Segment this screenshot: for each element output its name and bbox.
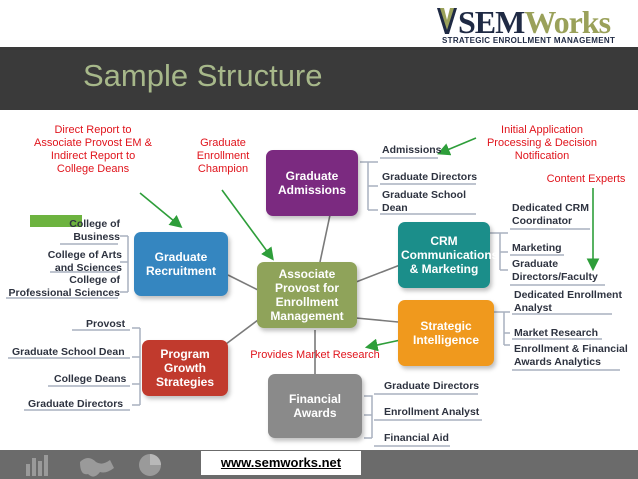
note-enrollment-champion: Graduate Enrollment Champion <box>196 137 250 175</box>
leaf-grad-directors-admissions: Graduate Directors <box>382 171 478 183</box>
bar-chart-icon <box>26 455 48 476</box>
leaf-grad-directors-faculty: Graduate Directors/Faculty <box>512 258 598 283</box>
highlight-bar <box>30 215 82 227</box>
leaf-grad-directors-program: Graduate Directors <box>28 398 124 410</box>
leaf-enrollment-financial-analytics: Enrollment & Financial Awards Analytics <box>514 343 628 368</box>
title-bar <box>0 47 638 110</box>
leaf-marketing: Marketing <box>512 242 562 254</box>
leaf-college-business: College of Business <box>69 218 120 243</box>
leaf-admissions: Admissions <box>382 144 442 156</box>
hub-graduate-admissions-label: Graduate Admissions <box>277 169 346 197</box>
hub-crm[interactable]: CRM Communications & Marketing <box>398 222 499 288</box>
leaf-market-research: Market Research <box>514 327 599 339</box>
leaf-grad-school-dean-admissions: Graduate School Dean <box>382 189 467 214</box>
hub-financial-awards[interactable]: Financial Awards <box>268 374 362 438</box>
leaf-enrollment-analyst-financial: Enrollment Analyst <box>384 406 480 418</box>
connector-crm-center <box>355 264 401 283</box>
hub-graduate-admissions[interactable]: Graduate Admissions <box>266 150 358 216</box>
semworks-logo-mark-icon <box>437 8 457 34</box>
hub-strategic-intelligence-label: Strategic Intelligence <box>412 319 480 347</box>
hub-program-growth-label: Program Growth Strategies <box>155 347 215 389</box>
world-map-icon <box>80 458 114 477</box>
leaf-grad-school-dean-program: Graduate School Dean <box>12 346 125 358</box>
footer-website-link[interactable]: www.semworks.net <box>201 451 361 475</box>
logo-brand-accent: Works <box>524 4 611 40</box>
hub-graduate-recruitment[interactable]: Graduate Recruitment <box>134 232 228 296</box>
semworks-logo: SEMWorks <box>458 4 611 40</box>
connector-admissions-center <box>319 214 331 263</box>
connector-strategic-center <box>355 317 399 323</box>
center-hub-label: Associate Provost for Enrollment Managem… <box>270 267 344 323</box>
page-title: Sample Structure <box>83 58 323 93</box>
center-hub[interactable]: Associate Provost for Enrollment Managem… <box>257 262 357 328</box>
arrow-direct-report <box>139 192 183 229</box>
hub-strategic-intelligence[interactable]: Strategic Intelligence <box>398 300 494 366</box>
logo-brand-main: SEM <box>458 4 525 40</box>
leaf-enrollment-analyst-strategic: Dedicated Enrollment Analyst <box>514 289 622 314</box>
note-market-research: Provides Market Research <box>250 349 380 361</box>
leaf-financial-aid: Financial Aid <box>384 432 449 444</box>
logo-tagline: STRATEGIC ENROLLMENT MANAGEMENT <box>442 36 616 45</box>
arrow-initial-app <box>437 137 477 156</box>
leaf-college-deans: College Deans <box>54 373 127 385</box>
note-initial-application: Initial Application Processing & Decisio… <box>486 124 598 162</box>
note-content-experts: Content Experts <box>546 173 626 185</box>
leaf-provost: Provost <box>86 318 126 330</box>
footer-decorative-icons <box>26 454 161 477</box>
leaf-college-arts-sciences: College of Arts and Sciences <box>47 249 122 274</box>
hub-graduate-recruitment-label: Graduate Recruitment <box>145 250 216 278</box>
hub-program-growth[interactable]: Program Growth Strategies <box>142 340 228 396</box>
hub-financial-awards-label: Financial Awards <box>288 392 341 420</box>
connector-recruitment-center <box>227 274 259 291</box>
arrow-champion <box>221 189 274 261</box>
hub-crm-label: CRM Communications & Marketing <box>401 234 499 276</box>
leaf-crm-coordinator: Dedicated CRM Coordinator <box>512 202 590 227</box>
leaf-grad-directors-financial: Graduate Directors <box>384 380 480 392</box>
leaf-college-professional: College of Professional Sciences <box>8 274 120 299</box>
note-direct-report: Direct Report to Associate Provost EM & … <box>34 124 152 175</box>
